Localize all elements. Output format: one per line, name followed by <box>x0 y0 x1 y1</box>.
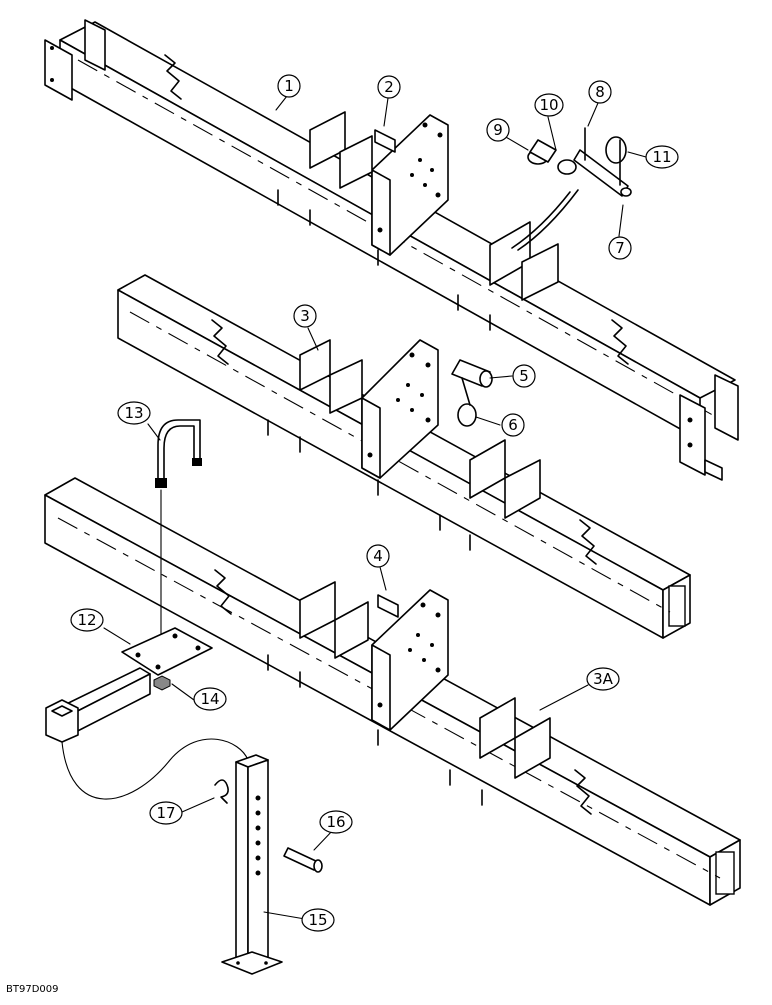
callout-10: 10 <box>534 93 564 117</box>
callout-8: 8 <box>588 80 612 104</box>
callout-4: 4 <box>366 544 390 568</box>
svg-text:12: 12 <box>77 611 96 629</box>
toolbar-beam-lower <box>44 477 741 906</box>
svg-text:10: 10 <box>539 96 558 114</box>
callout-13: 13 <box>117 401 151 425</box>
callout-9: 9 <box>486 118 510 142</box>
toolbar-beam-upper <box>44 19 739 481</box>
svg-text:9: 9 <box>493 121 503 139</box>
hardware-middle <box>451 359 493 427</box>
callout-1: 1 <box>277 74 301 98</box>
svg-text:6: 6 <box>508 416 518 434</box>
svg-text:3A: 3A <box>593 670 614 688</box>
callout-3: 3 <box>293 304 317 328</box>
toolbar-beam-middle <box>117 274 691 639</box>
callout-5: 5 <box>512 364 536 388</box>
callout-2: 2 <box>377 75 401 99</box>
svg-text:15: 15 <box>308 911 327 929</box>
callout-17: 17 <box>149 801 183 825</box>
callout-16: 16 <box>319 810 353 834</box>
svg-text:11: 11 <box>652 148 671 166</box>
callout-6: 6 <box>501 413 525 437</box>
callout-15: 15 <box>301 908 335 932</box>
svg-text:4: 4 <box>373 547 383 565</box>
leader-lines <box>103 95 647 920</box>
svg-text:17: 17 <box>156 804 175 822</box>
callout-12: 12 <box>70 608 104 632</box>
drawing-code: BT97D009 <box>6 984 58 995</box>
hardware-upper <box>511 127 632 251</box>
svg-text:7: 7 <box>615 239 625 257</box>
callout-3a: 3A <box>586 667 620 691</box>
svg-text:2: 2 <box>384 78 394 96</box>
svg-text:5: 5 <box>519 367 529 385</box>
jack-stand-assembly <box>45 419 323 975</box>
callout-14: 14 <box>193 687 227 711</box>
svg-text:8: 8 <box>595 83 605 101</box>
svg-text:13: 13 <box>124 404 143 422</box>
svg-text:16: 16 <box>326 813 345 831</box>
callout-11: 11 <box>645 145 679 169</box>
callout-7: 7 <box>608 236 632 260</box>
svg-text:1: 1 <box>284 77 294 95</box>
svg-text:3: 3 <box>300 307 310 325</box>
svg-text:14: 14 <box>200 690 219 708</box>
